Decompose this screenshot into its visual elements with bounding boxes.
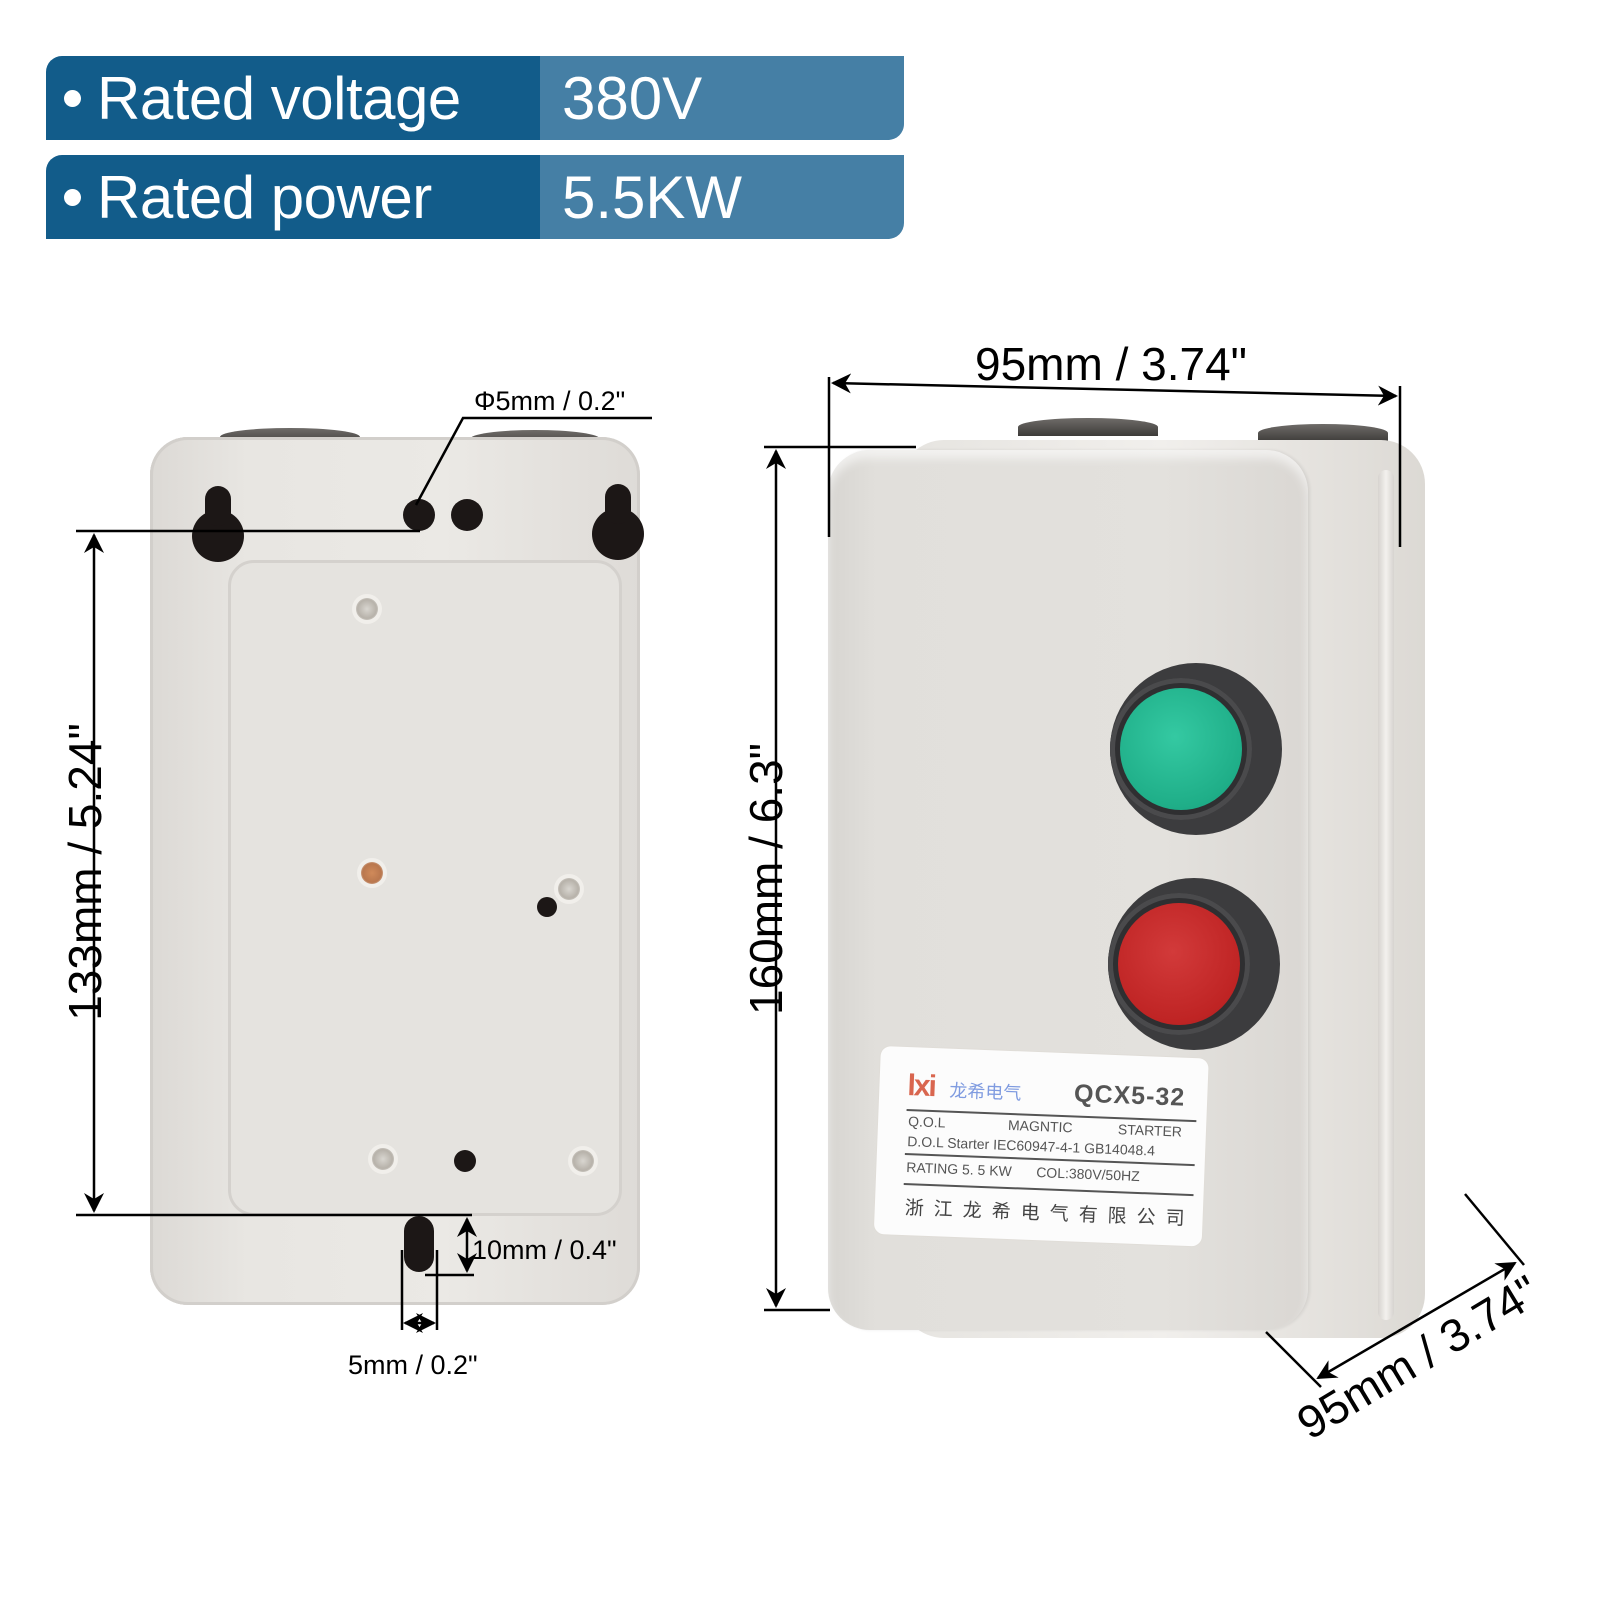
bullet-icon bbox=[64, 188, 81, 206]
spec-rated-voltage: Rated voltage 380V bbox=[46, 56, 904, 140]
red-button-cap[interactable] bbox=[1118, 903, 1240, 1025]
spec-value: 5.5KW bbox=[540, 155, 904, 239]
enclosure-rib bbox=[1378, 470, 1394, 1320]
height-label: 160mm / 6.3" bbox=[740, 743, 792, 1016]
keyhole-top bbox=[605, 484, 631, 524]
screw-icon bbox=[361, 862, 383, 884]
nameplate-line-3: RATING 5. 5 KW COL:380V/50HZ bbox=[906, 1159, 1141, 1185]
screw-icon bbox=[572, 1150, 594, 1172]
slot-width-label: 5mm / 0.2" bbox=[348, 1350, 478, 1380]
green-button-cap[interactable] bbox=[1120, 688, 1242, 810]
mounting-hole-icon bbox=[403, 499, 435, 531]
spec-label: Rated power bbox=[46, 155, 540, 239]
cable-gland-icon bbox=[1018, 418, 1158, 436]
screw-icon bbox=[356, 598, 378, 620]
keyhole-top bbox=[205, 486, 231, 526]
width-label: 95mm / 3.74" bbox=[975, 338, 1248, 390]
slot-hole-icon bbox=[404, 1216, 434, 1272]
spec-value: 380V bbox=[540, 56, 904, 140]
mounting-height-label: 133mm / 5.24" bbox=[59, 723, 111, 1021]
bullet-icon bbox=[64, 89, 81, 107]
spec-rated-power: Rated power 5.5KW bbox=[46, 155, 904, 239]
brand-logo: lxi bbox=[906, 1069, 936, 1104]
screw-icon bbox=[372, 1148, 394, 1170]
screw-icon bbox=[558, 878, 580, 900]
mounting-hole-icon bbox=[451, 499, 483, 531]
back-recess bbox=[228, 560, 622, 1216]
spec-label: Rated voltage bbox=[46, 56, 540, 140]
nameplate: lxi 龙希电气 QCX5-32 Q.O.L MAGNTIC STARTER D… bbox=[873, 1046, 1209, 1247]
slot-length-label: 10mm / 0.4" bbox=[472, 1235, 617, 1265]
mounting-hole-icon bbox=[537, 897, 557, 917]
mounting-hole-icon bbox=[454, 1150, 476, 1172]
hole-diameter-label: Φ5mm / 0.2" bbox=[474, 386, 626, 416]
cable-gland-icon bbox=[1258, 424, 1388, 442]
company-name-cn: 浙江龙希电气有限公司 bbox=[904, 1198, 1195, 1231]
model-number: QCX5-32 bbox=[1073, 1079, 1186, 1112]
brand-name-cn: 龙希电气 bbox=[948, 1080, 1022, 1104]
